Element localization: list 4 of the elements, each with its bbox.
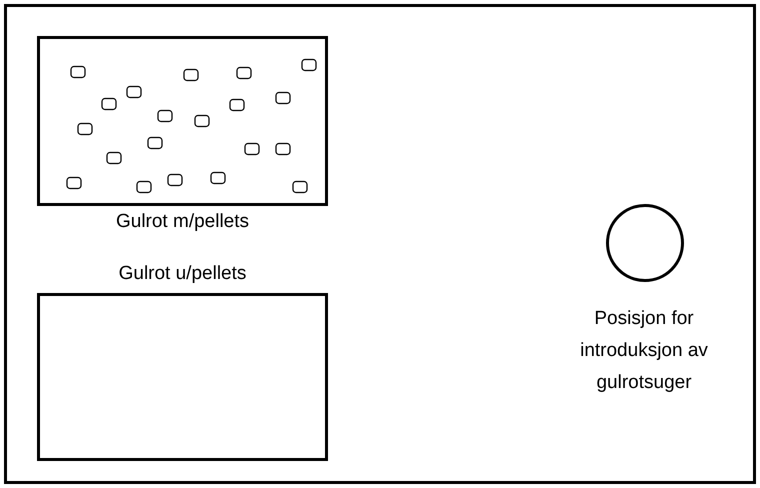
arena-outline bbox=[4, 4, 756, 484]
tray-label: Gulrot u/pellets bbox=[118, 262, 248, 286]
position-label: Posisjon for introduksjon av gulrotsuger bbox=[579, 307, 709, 395]
tray-label: Gulrot m/pellets bbox=[114, 210, 250, 234]
